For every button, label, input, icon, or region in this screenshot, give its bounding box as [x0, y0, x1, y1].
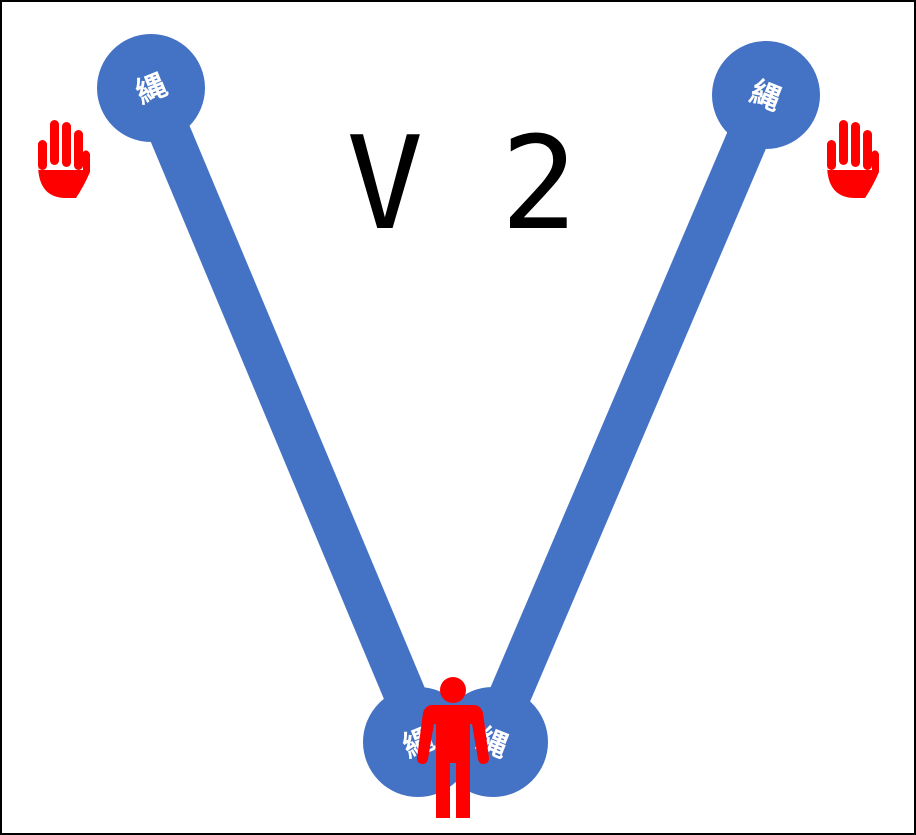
- rope-anchor-top-left: 縄: [97, 34, 205, 142]
- right-rope-band: [470, 86, 786, 751]
- person-icon: [417, 677, 489, 818]
- raised-hand-icon: [827, 120, 879, 198]
- rope-anchor-top-right: 縄: [712, 41, 820, 149]
- raised-hand-icon: [38, 120, 90, 198]
- diagram-title: V 2: [346, 110, 577, 259]
- left-rope-band: [131, 79, 443, 747]
